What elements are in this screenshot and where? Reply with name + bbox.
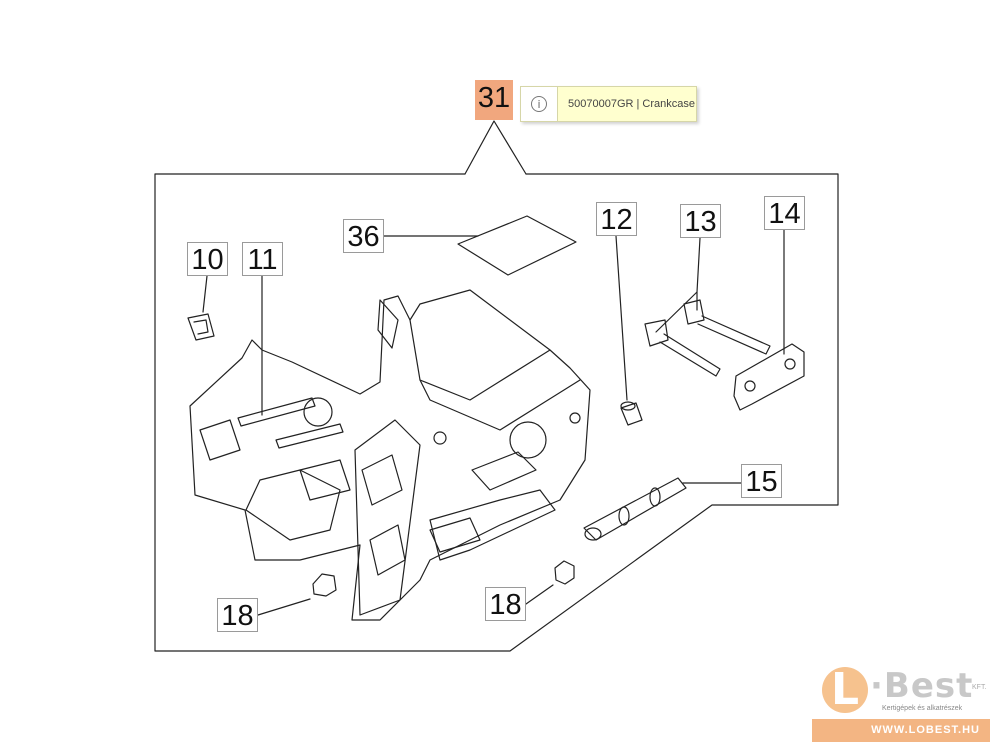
callout-11[interactable]: 11: [242, 242, 283, 276]
logo-suffix: KFT.: [972, 684, 987, 691]
tooltip-text: 50070007GR | Crankcase: [568, 98, 695, 110]
logo-name: ·Best: [870, 666, 974, 706]
part-12-pin-end: [620, 401, 636, 411]
logo-letter: L: [830, 664, 860, 715]
part-tooltip: i 50070007GR | Crankcase: [520, 86, 697, 122]
tooltip-icon-box: i: [521, 87, 558, 121]
logo-circle: [822, 667, 868, 713]
lobest-logo[interactable]: L ·Best KFT. Kertigépek és alkatrészek W…: [812, 662, 990, 742]
callout-18b-leader: [525, 584, 554, 605]
part-13-bolt-a: [644, 319, 721, 377]
callout-10[interactable]: 10: [187, 242, 228, 276]
logo-url[interactable]: WWW.LOBEST.HU: [812, 719, 990, 742]
callout-12[interactable]: 12: [596, 202, 637, 236]
logo-name-text: Best: [883, 666, 974, 706]
part-11-stud-b: [275, 423, 344, 449]
callout-18-left[interactable]: 18: [217, 598, 258, 632]
callout-13[interactable]: 13: [680, 204, 721, 238]
part-15-shaft: [583, 477, 687, 541]
callout-13-leader: [655, 237, 701, 333]
callout-15[interactable]: 15: [741, 464, 782, 498]
logo-brand: L ·Best KFT. Kertigépek és alkatrészek: [812, 662, 990, 722]
logo-tagline: Kertigépek és alkatrészek: [882, 705, 963, 712]
callout-18a-leader: [257, 598, 311, 616]
part-10-clip: [187, 313, 215, 341]
part-36-sheet: [457, 215, 577, 276]
part-15-collar-a: [618, 506, 630, 526]
assembly-boundary: [154, 173, 839, 652]
callout-36[interactable]: 36: [343, 219, 384, 253]
callout-18-right[interactable]: 18: [485, 587, 526, 621]
callout-31[interactable]: 31: [475, 80, 513, 120]
part-14-hole-a: [744, 380, 756, 392]
part-14-hole-b: [784, 358, 796, 370]
part-18a-grommet: [312, 573, 337, 597]
part-13-bolt-b: [683, 299, 771, 355]
part-18b-grommet: [554, 560, 575, 585]
part-15-collar-b: [649, 487, 661, 507]
info-icon: i: [531, 96, 547, 112]
part-15-end: [584, 527, 602, 541]
part-11-stud-a: [237, 397, 316, 427]
crankcase-body: [189, 289, 591, 621]
part-14-plate: [733, 343, 805, 411]
part-12-pin: [620, 402, 643, 426]
callout-10-leader: [202, 275, 208, 313]
callout-14[interactable]: 14: [764, 196, 805, 230]
callout-31-leader: [464, 120, 527, 175]
callout-12-leader: [615, 235, 628, 401]
